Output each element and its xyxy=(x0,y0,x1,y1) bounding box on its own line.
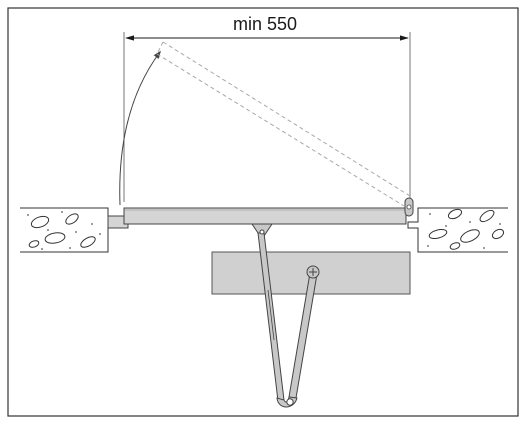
arm-detail-line xyxy=(267,289,275,341)
elbow-pivot-icon xyxy=(286,398,294,406)
hinge-icon xyxy=(404,197,414,217)
door-leaf xyxy=(123,207,407,225)
door-swing-arc xyxy=(119,50,161,206)
dimension-label: min 550 xyxy=(233,14,297,34)
dimension-group: min 550 xyxy=(123,14,411,202)
bracket-pivot-icon xyxy=(259,229,265,235)
open-door-ghost xyxy=(156,41,411,207)
operator-arm xyxy=(257,229,320,408)
right-wall xyxy=(407,207,508,253)
left-wall xyxy=(20,207,129,253)
